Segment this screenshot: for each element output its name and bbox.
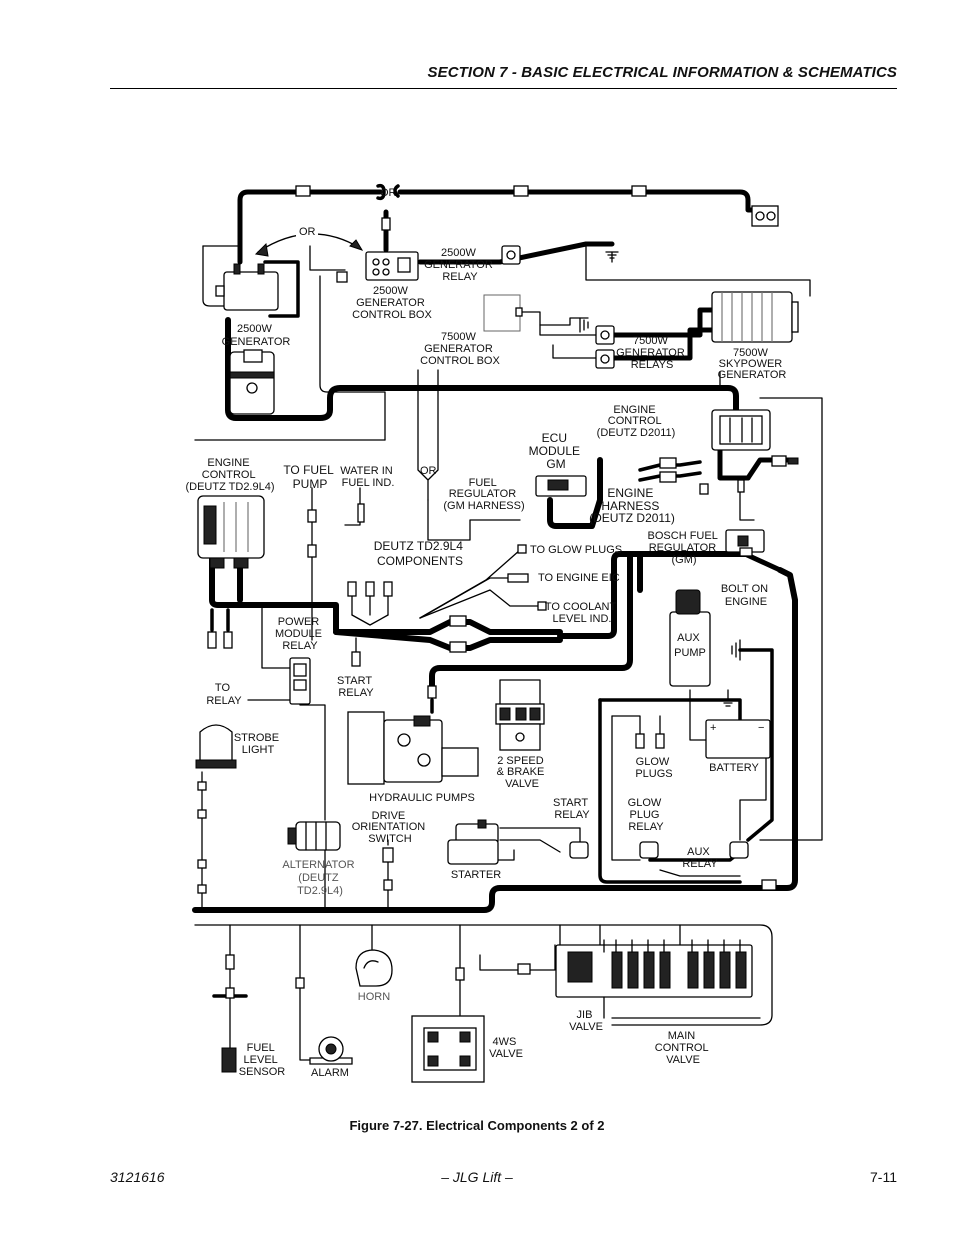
battery-label: BATTERY <box>709 762 759 774</box>
header-rule <box>110 88 897 89</box>
ground-icon <box>605 251 619 259</box>
to-coolant-label: TO COOLANT LEVEL IND. <box>545 601 619 625</box>
starter-label: STARTER <box>451 869 501 881</box>
engine-harness-connectors <box>659 457 709 495</box>
main-control-valve-label: MAIN CONTROL VALVE <box>655 1030 711 1066</box>
alarm-label: ALARM <box>311 1067 349 1079</box>
aux-pump-label: AUX PUMP <box>674 632 706 659</box>
hydraulic-pumps <box>347 711 479 785</box>
alarm <box>295 977 353 1065</box>
glow-plug-relay-label: GLOW PLUG RELAY <box>628 797 665 833</box>
battery-minus-label: − <box>758 722 764 734</box>
glow-plug-relay <box>639 841 659 859</box>
alternator <box>287 821 341 851</box>
to-relay-label: TO RELAY <box>206 682 242 707</box>
bosch-regulator-label: BOSCH FUEL REGULATOR (GM) <box>648 530 721 566</box>
skypower-label: 7500W SKYPOWER GENERATOR <box>718 347 787 381</box>
power-module-relay <box>289 657 311 705</box>
aux-relay-label: AUX RELAY <box>682 846 718 870</box>
outlet-top-right <box>751 205 779 227</box>
horn-label: HORN <box>358 991 390 1003</box>
ecu-module <box>535 475 587 497</box>
or-top-label: OR <box>380 187 397 199</box>
strobe-light <box>195 724 237 769</box>
ground-icon <box>579 317 589 333</box>
switch-icon <box>397 257 411 273</box>
engine-control-td-label: ENGINE CONTROL (DEUTZ TD2.9L4) <box>185 457 274 493</box>
drive-orientation-switch <box>382 847 394 891</box>
or-generator-label: OR <box>299 226 316 238</box>
ecu-module-label: ECU MODULE GM <box>529 431 584 471</box>
deutz-component-connectors <box>347 544 547 667</box>
to-glow-plugs-label: TO GLOW PLUGS <box>530 544 622 556</box>
engine-control-td <box>197 495 265 649</box>
horn <box>355 949 393 987</box>
figure-caption: Figure 7-27. Electrical Components 2 of … <box>349 1118 605 1133</box>
fuel-level-sensor-label: FUEL LEVEL SENSOR <box>239 1042 286 1078</box>
or-fuel-label: OR <box>420 465 437 477</box>
gen2500-label: 2500W GENERATOR <box>222 323 291 348</box>
start-relay-right-label: START RELAY <box>553 797 591 821</box>
ws4-valve-label: 4WS VALVE <box>489 1036 523 1060</box>
connector-icon <box>381 217 391 231</box>
aux-relay <box>729 841 777 891</box>
fuel-regulator-label: FUEL REGULATOR (GM HARNESS) <box>443 477 524 512</box>
gen2500-control-box-label: 2500W GENERATOR CONTROL BOX <box>352 285 432 321</box>
two-speed-valve <box>427 685 545 751</box>
glow-plugs-label: GLOW PLUGS <box>635 756 672 780</box>
aux-pump <box>669 589 711 687</box>
harness-splice <box>449 615 467 653</box>
gen7500-control-box <box>483 294 523 332</box>
water-in-fuel-label: WATER IN FUEL IND. <box>340 465 396 489</box>
ws4-valve <box>411 963 531 1083</box>
two-speed-valve-label: 2 SPEED & BRAKE VALVE <box>497 755 548 790</box>
or-selector-top: OR <box>376 183 400 231</box>
gen2500-relay-label: 2500W GENERATOR RELAY <box>424 247 496 283</box>
inline-connectors-top <box>295 185 647 197</box>
battery-plus-label: + <box>710 722 716 734</box>
gen2500-generator <box>215 263 279 415</box>
strobe-wire-connectors <box>197 781 207 894</box>
battery: + − <box>705 719 771 759</box>
start-relay-right <box>569 841 589 859</box>
jib-valve-label: JIB VALVE <box>569 1009 603 1033</box>
section-title: SECTION 7 - BASIC ELECTRICAL INFORMATION… <box>427 64 897 81</box>
deutz-components-label: DEUTZ TD2.9L4 COMPONENTS <box>374 539 466 568</box>
engine-harness-label: ENGINE HARNESS (DEUTZ D2011) <box>589 486 675 525</box>
gen2500-relay <box>501 245 521 265</box>
gen2500-control-box <box>336 251 419 283</box>
hydraulic-pumps-label: HYDRAULIC PUMPS <box>369 792 475 804</box>
gen7500-control-box-label: 7500W GENERATOR CONTROL BOX <box>420 331 500 367</box>
doc-number: 3121616 <box>110 1169 165 1185</box>
outlet-icon <box>755 211 765 221</box>
or-generator-arrow: OR <box>254 224 364 257</box>
bosch-regulator <box>725 529 765 557</box>
glow-plugs <box>635 733 665 749</box>
engine-control-d2011 <box>711 409 799 493</box>
fuel-level-sensor <box>212 954 248 1073</box>
starter <box>447 819 499 865</box>
alternator-label: ALTERNATOR (DEUTZ TD2.9L4) <box>282 859 357 897</box>
main-control-valve <box>555 939 761 1019</box>
start-relay-left-label: START RELAY <box>337 675 375 699</box>
to-fuel-pump-label: TO FUEL PUMP <box>283 463 336 491</box>
strobe-light-label: STROBE LIGHT <box>234 732 282 756</box>
ground-icon <box>721 639 741 707</box>
page-number: 7-11 <box>870 1169 897 1185</box>
gen7500-relays-label: 7500W GENERATOR RELAYS <box>616 335 688 371</box>
to-engine-eic-label: TO ENGINE EIC <box>538 572 620 584</box>
skypower-generator <box>711 291 799 343</box>
drive-orientation-label: DRIVE ORIENTATION SWITCH <box>352 810 429 845</box>
engine-control-d2011-label: ENGINE CONTROL (DEUTZ D2011) <box>597 404 676 439</box>
power-module-relay-label: POWER MODULE RELAY <box>275 616 325 652</box>
bolt-on-label: BOLT ON ENGINE <box>721 583 771 608</box>
inline-connectors-fuel <box>307 503 365 558</box>
gen7500-relays <box>595 325 615 369</box>
publisher-footer: – JLG Lift – <box>441 1169 513 1185</box>
